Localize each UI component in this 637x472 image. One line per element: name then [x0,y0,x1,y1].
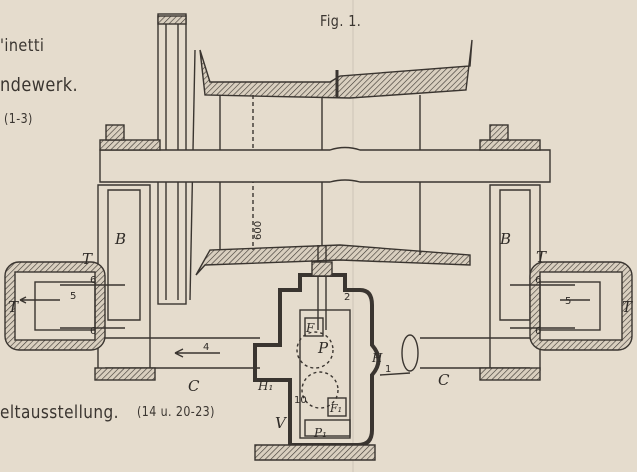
label-6-left-bottom: 6 [90,326,96,337]
label-H1: H₁ [257,379,273,393]
drum [195,39,473,276]
caption-line-4: eltausstellung. [0,402,119,423]
label-2: 2 [344,292,350,303]
caption-line-2: ndewerk. [0,74,79,96]
flow-arrows [19,296,590,376]
label-H: H [371,351,383,365]
label-1: 1 [385,364,391,375]
dimension-600: 600 [253,221,264,240]
label-B-right: B [499,230,511,248]
label-T-left: T [8,298,19,316]
label-T-right-top: T [536,248,547,266]
label-F1: F₁ [329,402,342,415]
pedestal-left [97,184,151,371]
label-F: F [305,321,315,335]
label-T-left-top: T [82,250,93,268]
pipe-right [401,334,541,381]
cylinder-right [510,261,633,351]
label-P: P [317,339,329,357]
label-4: 4 [203,342,209,353]
label-5-right: 5 [565,296,571,307]
label-B-left: B [114,230,126,248]
caption-line-1: 'inetti [0,36,45,56]
caption-ref-1: (1-3) [4,112,33,127]
label-5-left: 5 [70,291,76,302]
label-10: 10 [294,395,307,406]
label-P1: P₁ [313,426,327,440]
shaft [99,124,551,183]
label-6-left-top: 6 [90,275,96,286]
caption-ref-2: (14 u. 20-23) [137,405,215,420]
label-T-right: T [622,298,633,316]
cylinder-left [4,261,125,351]
label-V: V [275,414,288,432]
pipe-left [94,337,260,381]
valve-box [253,245,381,461]
figure-label: Fig. 1. [320,12,362,30]
label-C-left: C [188,377,200,395]
label-6-right-bottom: 6 [535,326,541,337]
label-6-right-top: 6 [535,275,541,286]
label-C-right: C [438,371,450,389]
page-fold [352,0,354,472]
